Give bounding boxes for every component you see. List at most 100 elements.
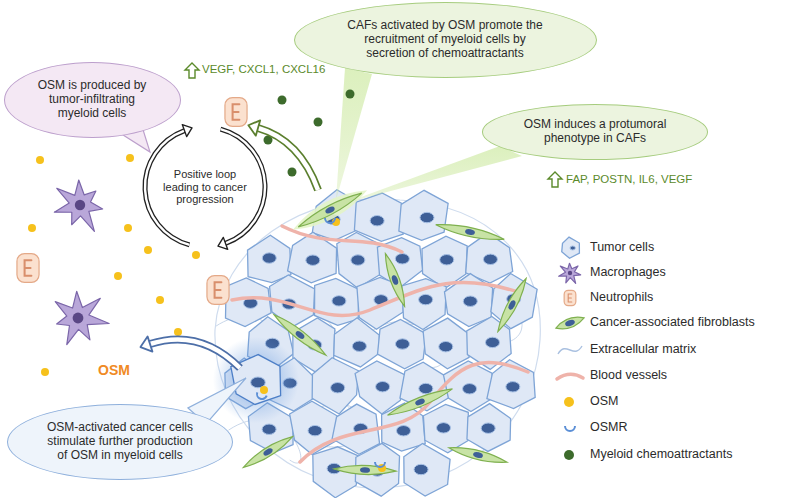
legend-icons bbox=[558, 346, 582, 354]
myeloid-cells bbox=[207, 276, 229, 305]
cancer-associated-fibroblasts bbox=[296, 189, 364, 231]
legend-text: Blood vessels bbox=[590, 368, 667, 382]
legend-row: Cancer-associated fibroblasts bbox=[556, 314, 781, 332]
molecules bbox=[41, 368, 49, 376]
tumor-cell-cluster bbox=[262, 253, 276, 263]
legend-row: OSM bbox=[556, 393, 781, 411]
legend-icons bbox=[564, 319, 575, 328]
tumor-cell-cluster bbox=[332, 296, 346, 306]
legend-swatch bbox=[564, 450, 574, 460]
tumor-cell-cluster bbox=[419, 294, 433, 304]
myeloid-cells bbox=[17, 98, 247, 345]
cancer-associated-fibroblasts bbox=[448, 443, 508, 466]
tumor-cell-cluster bbox=[354, 193, 403, 241]
cancer-associated-fibroblasts bbox=[386, 385, 454, 420]
legend-row: Extracellular matrix bbox=[556, 341, 781, 359]
legend-text: Extracellular matrix bbox=[590, 342, 696, 356]
text-wrap: Positive loop leading to cancer progress… bbox=[163, 168, 247, 206]
blood-vessels bbox=[282, 226, 402, 252]
molecules bbox=[325, 218, 335, 223]
legend-icons bbox=[554, 314, 585, 333]
tumor-cell-cluster bbox=[248, 235, 291, 282]
cancer-associated-fibroblasts bbox=[360, 467, 370, 473]
callout-tails bbox=[342, 146, 522, 204]
molecules bbox=[174, 328, 182, 336]
legend-row: Macrophages bbox=[556, 264, 781, 282]
cancer-associated-fibroblasts bbox=[414, 398, 425, 407]
tumor-cell-cluster bbox=[483, 254, 497, 264]
blood-vessels bbox=[232, 282, 518, 315]
cancer-associated-fibroblasts bbox=[289, 182, 372, 237]
myeloid-cells bbox=[215, 282, 222, 297]
molecules bbox=[260, 386, 268, 394]
tumor-cell-cluster bbox=[308, 425, 322, 435]
callout-bubble: OSM induces a protumoral phenotype in CA… bbox=[482, 104, 708, 159]
legend-text: Macrophages bbox=[590, 265, 666, 279]
annotation-label: VEGF, CXCL1, CXCL16 bbox=[202, 63, 325, 76]
molecules bbox=[288, 168, 297, 177]
molecules bbox=[144, 246, 152, 254]
cancer-associated-fibroblasts bbox=[465, 228, 476, 236]
blood-vessels bbox=[232, 226, 528, 462]
cancer-associated-fibroblasts bbox=[391, 274, 400, 285]
myeloid-cells bbox=[75, 200, 85, 210]
tumor-cell-cluster bbox=[443, 361, 494, 412]
positive-loop-arrows bbox=[218, 237, 228, 249]
legend-row: Tumor cells bbox=[556, 239, 781, 257]
legend-icons bbox=[570, 246, 575, 250]
callout-text: CAFs activated by OSM promote the recrui… bbox=[343, 19, 548, 60]
legend-text: Myeloid chemoattractants bbox=[590, 447, 732, 461]
tumor-cell-cluster bbox=[352, 341, 366, 351]
tumor-cell-cluster bbox=[351, 255, 365, 265]
cancer-associated-fibroblasts bbox=[334, 464, 396, 475]
legend-text: Cancer-associated fibroblasts bbox=[590, 315, 755, 329]
cancer-associated-fibroblasts bbox=[435, 220, 505, 243]
cancer-associated-fibroblasts bbox=[241, 433, 295, 471]
legend-icons bbox=[554, 237, 585, 431]
cancer-associated-fibroblasts bbox=[241, 433, 295, 471]
pathway-arrows bbox=[150, 339, 240, 368]
legend-text: OSM bbox=[590, 394, 618, 408]
legend-row: Neutrophils bbox=[556, 289, 781, 307]
positive-loop-arrows bbox=[182, 125, 192, 137]
tumor-cell-cluster bbox=[213, 190, 537, 498]
molecules bbox=[192, 251, 200, 259]
pathway-arrows bbox=[150, 339, 240, 368]
legend-row: Myeloid chemoattractants bbox=[556, 446, 781, 464]
legend-icons bbox=[568, 271, 572, 275]
tumor-cell-cluster bbox=[423, 404, 468, 452]
pathway-arrows bbox=[185, 63, 199, 78]
myeloid-cells bbox=[17, 254, 39, 283]
tumor-cell-cluster bbox=[463, 384, 477, 394]
myeloid-cells bbox=[55, 291, 109, 344]
cancer-associated-fibroblasts bbox=[494, 276, 530, 333]
cancer-associated-fibroblasts bbox=[381, 252, 409, 308]
molecules bbox=[114, 272, 122, 280]
cancer-associated-fibroblasts bbox=[386, 385, 454, 420]
callout-text: OSM induces a protumoral phenotype in CA… bbox=[520, 118, 670, 146]
molecules bbox=[126, 154, 134, 162]
tumor-cell-cluster bbox=[463, 296, 477, 306]
tumor-cell-cluster bbox=[467, 404, 511, 452]
myeloid-cells bbox=[233, 104, 240, 119]
legend-text: Tumor cells bbox=[590, 240, 654, 254]
legend-swatch bbox=[564, 397, 574, 407]
myeloid-cells bbox=[25, 260, 32, 275]
legend-row: OSMR bbox=[556, 419, 781, 437]
molecules bbox=[124, 224, 132, 232]
legend-icons bbox=[565, 426, 575, 431]
blood-vessels bbox=[300, 362, 528, 462]
callout-text: OSM-activated cancer cells stimulate fur… bbox=[45, 421, 195, 462]
cancer-associated-fibroblasts bbox=[472, 451, 483, 459]
molecules bbox=[278, 96, 287, 105]
cancer-associated-fibroblasts bbox=[294, 330, 305, 341]
tumor-cell-cluster bbox=[331, 383, 345, 393]
tumor-cell-cluster bbox=[485, 337, 499, 347]
tumor-cell-cluster bbox=[419, 383, 433, 393]
annotation-label: FAP, POSTN, IL6, VEGF bbox=[566, 173, 692, 186]
tumor-cell-cluster bbox=[439, 341, 453, 351]
annotation-label: OSM bbox=[98, 362, 130, 378]
pathway-arrows bbox=[248, 120, 260, 135]
